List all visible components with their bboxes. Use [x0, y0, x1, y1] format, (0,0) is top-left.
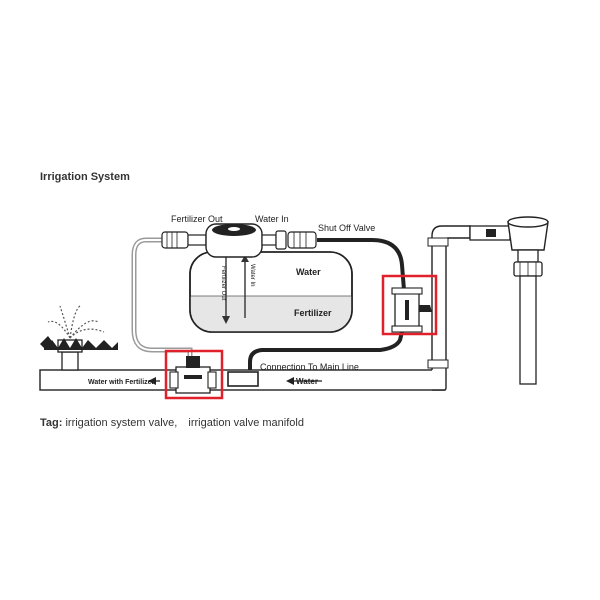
- tag-label: Tag:: [40, 417, 63, 429]
- label-water-in-vertical: Water In: [249, 264, 255, 286]
- water-in-hose: [317, 238, 406, 291]
- left-valve-highlight: [164, 349, 224, 400]
- label-water-in: Water In: [255, 214, 289, 224]
- tag-line: Tag: irrigation system valve, irrigation…: [40, 417, 304, 429]
- dosing-pump: [161, 223, 317, 258]
- main-line-connection: [227, 371, 259, 387]
- right-valve: [391, 287, 432, 333]
- label-fertilizer-out: Fertilizer Out: [171, 214, 223, 224]
- fertilizer-level: [190, 296, 352, 332]
- main-line-hose: [248, 331, 404, 372]
- label-water-with-fertilizer: Water with Fertilizer: [88, 379, 155, 386]
- tag-link-irrigation-valve-manifold[interactable]: irrigation valve manifold: [188, 417, 304, 429]
- label-fertilizer: Fertilizer: [294, 308, 332, 318]
- label-water: Water: [296, 267, 321, 277]
- right-valve-highlight: [381, 274, 438, 336]
- sprinkler: [40, 305, 118, 371]
- label-connection-to-main-line: Connection To Main Line: [260, 362, 359, 372]
- label-shut-off-valve: Shut Off Valve: [318, 223, 375, 233]
- label-water-flow: Water: [296, 377, 318, 386]
- label-fertilizer-out-vertical: Fertilizer Out: [220, 266, 226, 301]
- page-title: Irrigation System: [40, 171, 130, 183]
- water-source-assembly: [469, 216, 549, 385]
- left-valve: [169, 356, 217, 394]
- tag-link-irrigation-system-valve[interactable]: irrigation system valve,: [65, 417, 178, 429]
